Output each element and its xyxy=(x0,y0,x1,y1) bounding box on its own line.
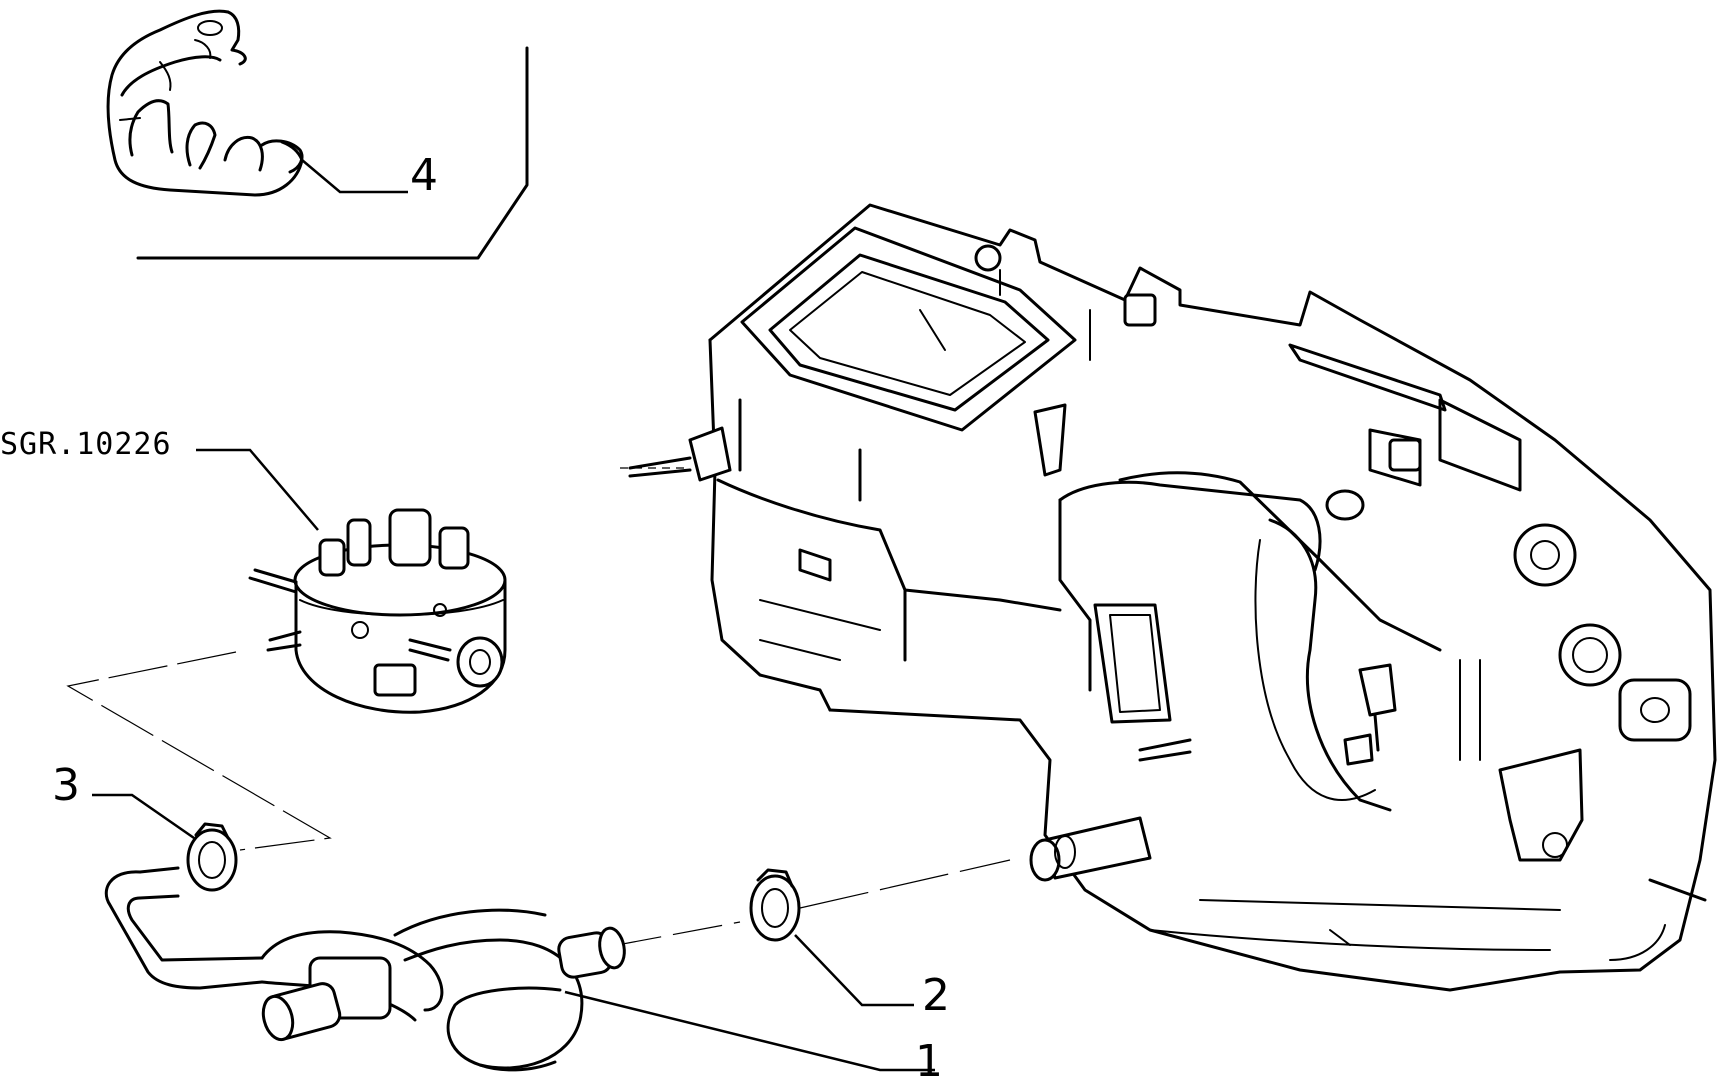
throttle-body-drawing xyxy=(248,508,507,714)
reference-code: SGR.10226 xyxy=(0,427,172,462)
heater-housing-drawing xyxy=(628,203,1717,992)
callout-2: 2 xyxy=(922,970,950,1021)
callout-1: 1 xyxy=(915,1036,943,1079)
detail-inset: 4 xyxy=(106,9,529,260)
clamp-part-3-drawing: 3 xyxy=(52,760,238,892)
hose-assembly-drawing: 1 xyxy=(104,866,943,1079)
reference-group: SGR.10226 xyxy=(0,427,507,714)
clip-part-4-drawing xyxy=(106,9,304,197)
clamp-part-2-drawing: 2 xyxy=(749,868,950,1021)
assembly-lines xyxy=(66,467,1011,947)
callout-3: 3 xyxy=(52,760,80,811)
callout-4: 4 xyxy=(410,150,438,201)
